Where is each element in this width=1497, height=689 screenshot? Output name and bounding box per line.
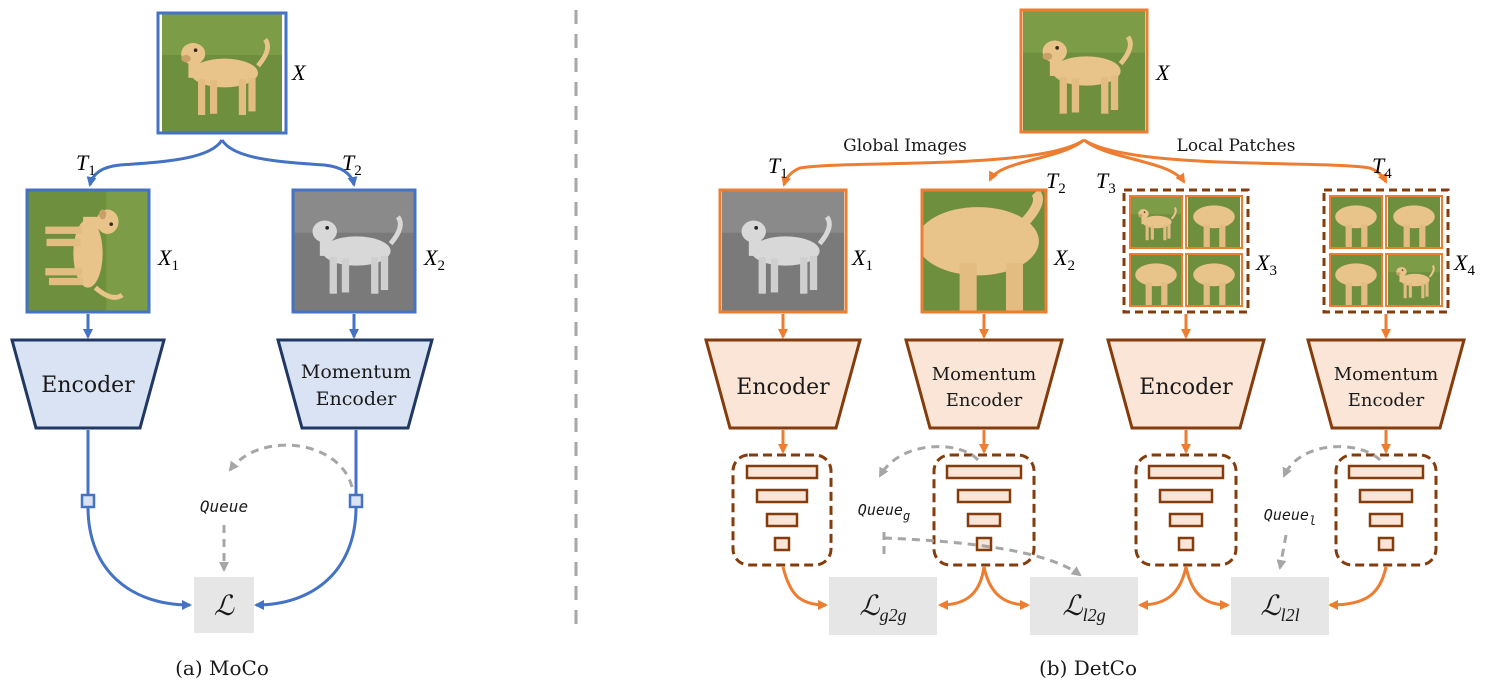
detco-aug3-label: T3 <box>1096 168 1116 197</box>
detco-aug1-label: T1 <box>768 153 788 182</box>
detco-feature-pyramid-3 <box>1134 453 1238 567</box>
detco-caption: (b) DetCo <box>1039 656 1137 680</box>
detco-queue-g-arrow-l2g <box>883 536 1082 577</box>
detco-arrow-p1-g2g <box>781 566 828 610</box>
detco-momentum-2-label-2: Encoder <box>1348 390 1425 411</box>
moco-view-left-label: X1 <box>157 245 179 274</box>
detco-view3-patches <box>1122 188 1250 314</box>
moco-queue-label: Queue <box>200 497 248 516</box>
moco-encoder <box>10 338 166 430</box>
moco-momentum-encoder <box>276 338 434 430</box>
moco-encoder-label: Encoder <box>41 373 135 398</box>
detco-feature-pyramid-1 <box>731 453 833 567</box>
moco-input-image <box>156 11 288 135</box>
moco-loss-label: ℒ <box>214 591 235 622</box>
detco-arrow-p4-l2l <box>1328 566 1388 610</box>
detco-momentum-1-label-1: Momentum <box>932 364 1036 385</box>
detco-loss-l2g-box <box>1030 577 1138 635</box>
detco-momentum-1-label-2: Encoder <box>946 390 1023 411</box>
moco-input-label: X <box>291 60 307 85</box>
detco-loss-l2l-box <box>1231 577 1329 635</box>
moco-arrow-to-loss-right <box>254 506 358 610</box>
moco-view-right-image <box>291 188 417 314</box>
moco-feature-left <box>80 493 96 509</box>
moco-momentum-label-2: Encoder <box>316 388 398 410</box>
moco-queue-arrow-top <box>228 443 354 488</box>
detco-input-image <box>1019 8 1149 134</box>
detco-view1-label: X1 <box>851 245 873 274</box>
detco-encoder-2 <box>1106 338 1266 430</box>
detco-momentum-encoder-1 <box>904 338 1064 430</box>
detco-arrow-p3-l2g <box>1138 566 1188 610</box>
detco-feature-pyramid-2 <box>932 453 1036 567</box>
detco-queue-g-label: Queueg <box>858 501 910 523</box>
detco-arrow-p2-l2g <box>982 566 1030 610</box>
detco-queue-l-arrow-down <box>1276 534 1288 570</box>
detco-aug-arrow-4 <box>1083 138 1388 184</box>
moco-arrow-to-loss-left <box>86 506 192 610</box>
moco-aug-arrow-left <box>86 139 224 187</box>
detco-view3-label: X3 <box>1255 250 1277 279</box>
detco-view2-label: X2 <box>1053 245 1075 274</box>
moco-aug-right-label: T2 <box>342 150 362 179</box>
detco-view4-label: X4 <box>1453 250 1475 279</box>
moco-view-left-image <box>25 188 151 314</box>
moco-caption: (a) MoCo <box>175 656 269 680</box>
detco-aug2-label: T2 <box>1046 168 1066 197</box>
moco-feature-right <box>348 493 364 509</box>
moco-aug-arrow-right <box>220 139 358 187</box>
detco-encoder-1 <box>704 338 862 430</box>
moco-loss-box <box>194 577 254 633</box>
detco-aug4-label: T4 <box>1372 153 1392 182</box>
detco-view1-image <box>718 188 848 314</box>
detco-panel: X Global Images Local Patches T1 T2 T3 T… <box>704 8 1475 680</box>
moco-panel: X T1 T2 X1 X2 Encoder Momentum Encoder <box>10 11 445 680</box>
detco-aug-arrow-2 <box>988 138 1085 182</box>
detco-aug-arrow-1 <box>781 138 1085 187</box>
detco-queue-l-label: Queuel <box>1264 506 1316 528</box>
detco-view2-image <box>920 188 1048 314</box>
moco-aug-left-label: T1 <box>76 150 96 179</box>
detco-feature-pyramid-4 <box>1334 453 1438 567</box>
detco-encoder-2-label: Encoder <box>1139 375 1233 400</box>
detco-momentum-2-label-1: Momentum <box>1334 364 1438 385</box>
detco-momentum-encoder-2 <box>1306 338 1466 430</box>
detco-global-images-label: Global Images <box>843 136 967 156</box>
detco-input-label: X <box>1155 60 1171 85</box>
detco-arrow-p2-g2g <box>938 566 986 610</box>
detco-loss-l2g-label: ℒl2g <box>1062 591 1105 625</box>
moco-view-right-label: X2 <box>423 245 445 274</box>
detco-loss-l2l-label: ℒl2l <box>1260 591 1299 625</box>
detco-local-patches-label: Local Patches <box>1177 136 1296 156</box>
detco-view4-patches <box>1322 188 1450 314</box>
detco-arrow-p3-l2l <box>1184 566 1230 610</box>
detco-loss-g2g-label: ℒg2g <box>859 591 906 625</box>
moco-momentum-label-1: Momentum <box>301 361 411 383</box>
detco-encoder-1-label: Encoder <box>736 375 830 400</box>
detco-loss-g2g-box <box>829 577 937 635</box>
